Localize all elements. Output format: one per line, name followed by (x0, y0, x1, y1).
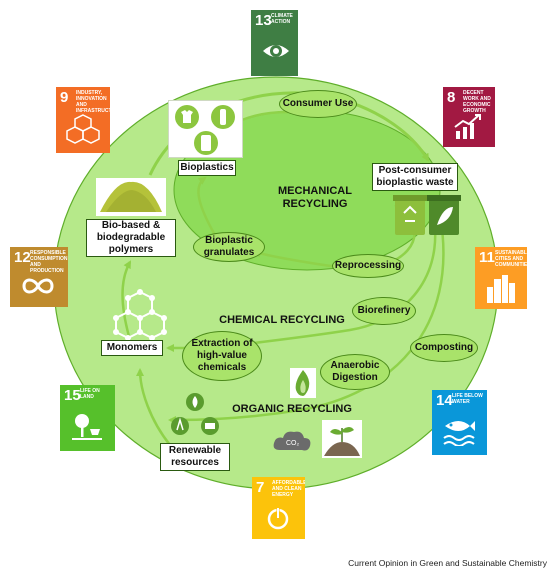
sdg-number: 15 (64, 387, 81, 404)
sdg-15-life-on-land: 15 Life on land (60, 385, 115, 451)
chemical-loop-arrow (238, 199, 437, 348)
sdg-7-clean-energy: 7 Affordable and clean energy (252, 477, 305, 539)
sdg-caption: Affordable and clean energy (272, 480, 305, 498)
powder-pile-icon (96, 178, 166, 216)
granulates-to-bioplastics-arrow (197, 176, 217, 236)
section-organic-recycling: ORGANIC RECYCLING (232, 403, 352, 415)
flame-icon (290, 368, 316, 398)
section-chemical-recycling: CHEMICAL RECYCLING (219, 314, 345, 326)
sdg-number: 11 (479, 249, 495, 266)
tree-icon (72, 414, 102, 440)
anaerobic-digestion-oval: Anaerobic Digestion (320, 354, 390, 390)
renewable-resources-box: Renewable resources (160, 443, 230, 471)
sdg-number: 9 (60, 89, 69, 106)
growth-chart-icon (454, 114, 481, 139)
cubes-icon (66, 114, 100, 144)
bioplastics-box: Bioplastics (178, 160, 236, 176)
eye-icon (263, 45, 289, 57)
biorefinery-oval: Biorefinery (352, 297, 416, 325)
composting-oval: Composting (410, 334, 478, 362)
sdg-13-climate-action: 13 Climate Action (251, 10, 298, 76)
recycling-bins-illustration (393, 195, 461, 235)
consumer-use-oval: Consumer Use (279, 90, 357, 118)
sdg-number: 13 (255, 12, 272, 29)
sdg-caption: Sustainable cities and communities (495, 250, 527, 268)
renewable-resources-icon (171, 393, 219, 435)
infinity-icon (22, 278, 54, 294)
fish-icon (443, 421, 475, 446)
sdg-number: 14 (436, 392, 453, 409)
power-icon (267, 507, 289, 530)
journal-credit: Current Opinion in Green and Sustainable… (348, 558, 547, 568)
post-consumer-waste-box: Post-consumer bioplastic waste (372, 163, 458, 191)
extraction-chemicals-oval: Extraction of high-value chemicals (182, 331, 262, 381)
bioplastic-products-icon (168, 100, 243, 158)
biopolymer-powder-illustration (100, 181, 162, 212)
sdg-14-life-below-water: 14 Life below water (432, 390, 487, 455)
co2-cloud-icon: CO₂ (273, 431, 311, 451)
seedling-soil-icon (322, 420, 362, 458)
bioplastic-granulates-oval: Bioplastic granulates (193, 232, 265, 262)
recycling-bins-icon (393, 193, 461, 236)
sdg-caption: Industry, innovation and infrastructure (76, 90, 110, 114)
sdg-caption: Decent work and economic growth (463, 90, 491, 114)
sdg-8-decent-work: 8 Decent work and economic growth (443, 87, 495, 147)
bioplastic-items-illustration (175, 105, 235, 155)
sdg-caption: Life below water (452, 393, 483, 405)
co2-label: CO₂ (286, 440, 300, 447)
sdg-11-sustainable-cities: 11 Sustainable cities and communities (475, 247, 527, 309)
sdg-number: 8 (447, 89, 456, 106)
monomers-to-polymers-arrow (121, 260, 132, 341)
section-mechanical-recycling: MECHANICAL RECYCLING (278, 185, 352, 210)
sdg-caption: Life on land (80, 388, 100, 400)
sdg-12-responsible-consumption: 12 Responsible consumption and productio… (10, 247, 68, 307)
sdg-number: 7 (256, 479, 265, 496)
sdg-number: 12 (14, 249, 31, 266)
bio-based-polymers-box: Bio-based & biodegradable polymers (86, 219, 176, 257)
sdg-9-industry-innovation: 9 Industry, innovation and infrastructur… (56, 87, 110, 153)
molecule-network-icon (113, 289, 167, 341)
sdg-caption: Climate Action (271, 13, 293, 25)
renewable-to-monomers-arrow (136, 368, 171, 446)
sdg-caption: Responsible consumption and production (30, 250, 68, 274)
monomers-box: Monomers (101, 340, 163, 356)
city-icon (487, 275, 515, 303)
reprocessing-oval: Reprocessing (332, 254, 404, 278)
